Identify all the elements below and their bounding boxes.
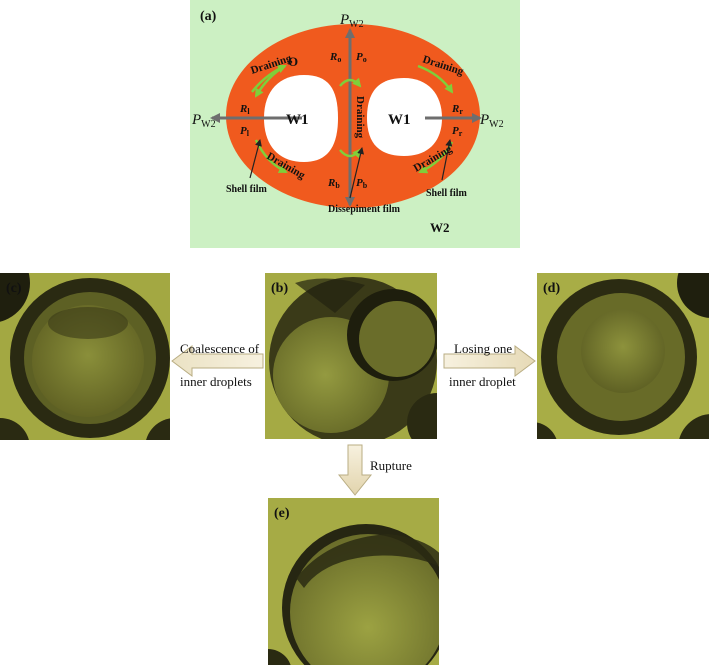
schematic-panel-a: (a) PW2 PW2 PW2 O W1 W1 W2 Ro Po Rl Pl R… bbox=[190, 0, 520, 248]
w1-left-label: W1 bbox=[286, 112, 309, 128]
shell-film-label-left: Shell film bbox=[226, 184, 268, 195]
photo-c-label: (c) bbox=[6, 281, 22, 296]
p-w2-right-label: PW2 bbox=[479, 112, 504, 130]
down-transition-arrow bbox=[337, 444, 373, 496]
right-transition-arrow bbox=[443, 345, 536, 377]
draining-arrow-top-right bbox=[417, 64, 454, 94]
r-r-label: Rr bbox=[451, 103, 463, 116]
p-l-label: Pl bbox=[240, 125, 250, 138]
panel-a-label: (a) bbox=[200, 9, 217, 24]
shell-film-pointer-right bbox=[441, 139, 453, 181]
draining-label-center: Draining bbox=[354, 96, 366, 139]
right-arrow-label-line2: inner droplet bbox=[449, 374, 516, 389]
photo-c-image bbox=[0, 273, 170, 440]
schematic-svg: (a) PW2 PW2 PW2 O W1 W1 W2 Ro Po Rl Pl R… bbox=[191, 9, 504, 235]
p-b-label: Pb bbox=[356, 177, 368, 190]
photo-panel-b: (b) bbox=[265, 273, 437, 439]
p-w2-top-label: PW2 bbox=[339, 12, 364, 30]
p-r-label: Pr bbox=[452, 125, 463, 138]
draining-arrow-top-left-b bbox=[254, 64, 286, 98]
w2-label: W2 bbox=[430, 220, 450, 235]
r-o-label: Ro bbox=[329, 51, 341, 64]
oil-shell bbox=[226, 24, 480, 208]
photo-panel-d: (d) bbox=[537, 273, 709, 439]
photo-e-label: (e) bbox=[274, 506, 290, 521]
r-l-label: Rl bbox=[239, 103, 250, 116]
left-arrow-label-line1: Coalescence of bbox=[180, 341, 260, 356]
photo-e-image bbox=[268, 498, 439, 665]
right-arrow-label-line1: Losing one bbox=[454, 341, 513, 356]
photo-d-label: (d) bbox=[543, 281, 561, 296]
dissepiment-film-label: Dissepiment film bbox=[328, 204, 401, 215]
p-o-label: Po bbox=[356, 51, 367, 64]
w1-right-label: W1 bbox=[388, 112, 411, 128]
shell-film-pointer-left bbox=[249, 139, 262, 179]
photo-d-image bbox=[537, 273, 709, 439]
photo-b-image bbox=[265, 273, 437, 439]
down-arrow-label: Rupture bbox=[370, 458, 412, 473]
p-w2-left-label: PW2 bbox=[191, 112, 216, 130]
w1-right-droplet bbox=[367, 78, 442, 156]
photo-panel-c: (c) bbox=[0, 273, 170, 440]
draining-arrow-center-top bbox=[339, 77, 362, 88]
photo-panel-e: (e) bbox=[268, 498, 439, 665]
oil-label: O bbox=[288, 54, 298, 69]
dissepiment-pointer bbox=[349, 147, 365, 199]
shell-film-label-right: Shell film bbox=[426, 188, 468, 199]
r-b-label: Rb bbox=[327, 177, 340, 190]
left-arrow-label-line2: inner droplets bbox=[180, 374, 252, 389]
photo-b-label: (b) bbox=[271, 281, 289, 296]
left-transition-arrow bbox=[171, 345, 264, 377]
